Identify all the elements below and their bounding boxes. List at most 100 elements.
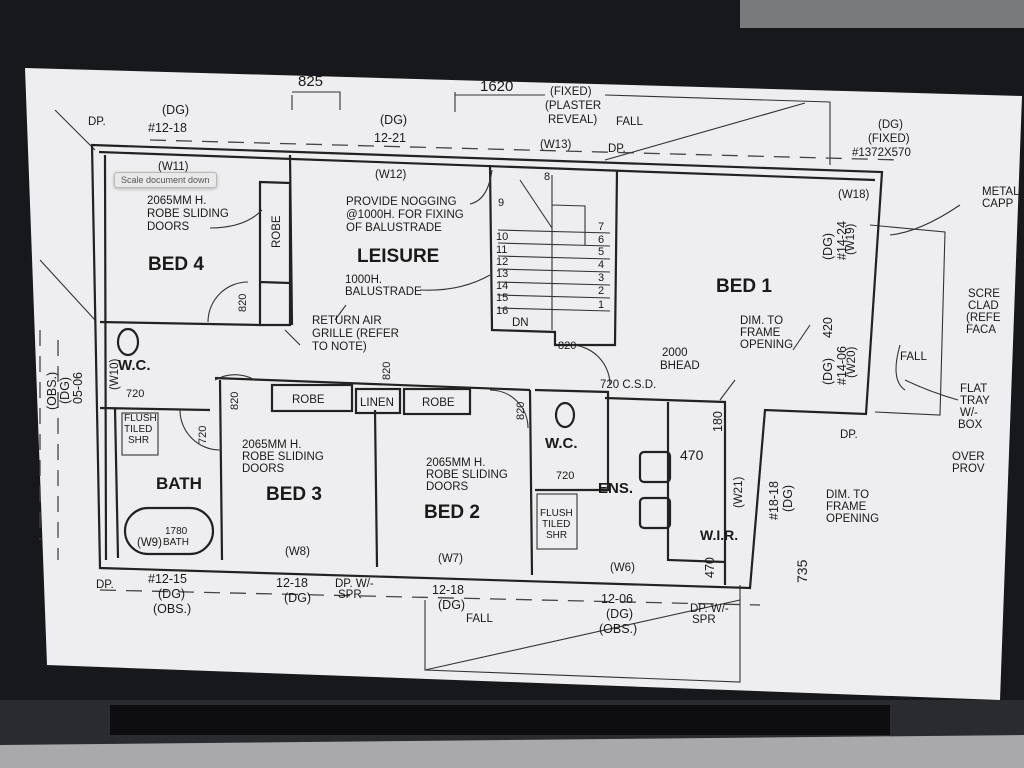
svg-text:11: 11 <box>496 244 507 256</box>
robe-label-bed3: ROBE <box>292 394 325 406</box>
room-label-bed4: BED 4 <box>148 254 204 275</box>
staircase <box>497 175 611 330</box>
robe-label-bed4: ROBE <box>271 215 283 248</box>
robe-box-bed2 <box>402 387 472 416</box>
svg-text:6: 6 <box>598 234 604 246</box>
linen-box <box>354 387 402 415</box>
spec-w7: 12-18(DG) <box>432 583 465 612</box>
room-label-bed2: BED 2 <box>424 502 480 523</box>
spec-w19: (DG)#14-24 <box>821 221 849 260</box>
dim-820-bed4: 820 <box>237 294 249 312</box>
window-w9: (W9) <box>137 537 162 549</box>
dim-1620: 1620 <box>480 78 513 95</box>
spec-w20: (DG)#14-06 <box>821 346 849 385</box>
spec-w6: 12-06(DG)(OBS.) <box>599 592 637 636</box>
window-w6: (W6) <box>610 562 635 574</box>
window-w21: (W21) <box>733 477 745 508</box>
svg-text:8: 8 <box>544 171 550 183</box>
svg-text:2: 2 <box>598 285 604 297</box>
spec-w11: (DG)#12-18 <box>148 103 189 135</box>
laptop-base <box>0 735 1024 768</box>
window-w19: (W19) <box>845 224 857 255</box>
window-w7: (W7) <box>438 553 463 565</box>
window-w20: (W20) <box>846 347 858 378</box>
linen-label: LINEN <box>360 397 394 409</box>
spec-w12: (DG)12-21 <box>374 113 407 145</box>
dim-180: 180 <box>711 411 725 432</box>
svg-text:1: 1 <box>598 299 604 311</box>
dim-735: 735 <box>794 559 810 583</box>
svg-text:4: 4 <box>598 259 604 271</box>
room-label-ens: ENS. <box>598 480 633 497</box>
background-wall <box>740 0 1024 28</box>
laptop-hinge <box>110 705 890 735</box>
note-dp-4: DP. <box>96 579 114 591</box>
dim-720-bath: 720 <box>197 426 209 444</box>
toilet-2 <box>554 401 576 429</box>
shower-2 <box>536 493 578 550</box>
room-label-wc2: W.C. <box>545 435 578 452</box>
room-label-bath: BATH <box>156 474 202 493</box>
dim-820-bed1: 820 <box>558 340 576 352</box>
spec-w9: #12-15(DG)(OBS.) <box>148 572 191 616</box>
note-fixed-dg: (DG)(FIXED)#1372X570 <box>852 119 911 159</box>
svg-text:14: 14 <box>496 280 508 292</box>
dim-820-bath: 820 <box>229 392 241 410</box>
room-label-wir: W.I.R. <box>700 527 738 543</box>
bathtub <box>123 506 215 556</box>
robe-box-bed3 <box>270 383 354 413</box>
basin-1 <box>638 450 672 484</box>
dim-825: 825 <box>298 73 323 90</box>
spec-w10: (OBS.)(DG)05-06 <box>45 372 85 410</box>
note-csd: 720 C.S.D. <box>600 379 656 391</box>
note-fall-3: FALL <box>466 613 493 625</box>
window-specs: (DG)#12-18 (DG)12-21 (DG)#14-24 (DG)#14-… <box>45 103 849 636</box>
svg-text:10: 10 <box>496 231 508 243</box>
svg-text:7: 7 <box>598 221 604 233</box>
room-label-wc1: W.C. <box>118 357 151 374</box>
note-dp-spr-2: DP. W/-SPR <box>690 603 729 626</box>
basin-2 <box>638 496 672 530</box>
window-w11: (W11) <box>158 161 189 173</box>
dim-470-h: 470 <box>680 447 704 463</box>
tooltip-scale-document-down: Scale document down <box>114 172 217 188</box>
window-w8: (W8) <box>285 546 310 558</box>
note-dp-2: DP. <box>608 143 626 155</box>
svg-text:3: 3 <box>598 272 604 284</box>
robe-label-bed2: ROBE <box>422 397 455 409</box>
dim-720-wc2: 720 <box>556 470 574 482</box>
note-dp-3: DP. <box>840 429 858 441</box>
dim-820-bed3: 820 <box>381 362 393 380</box>
shower-1 <box>121 412 159 456</box>
window-w10: (W10) <box>109 359 121 390</box>
room-label-leisure: LEISURE <box>357 246 439 267</box>
stair-numbers: 1 2 3 4 5 6 7 8 9 10 11 12 13 14 15 16 <box>496 171 604 317</box>
dim-470-v: 470 <box>703 557 717 578</box>
svg-text:5: 5 <box>598 246 604 258</box>
room-label-bed3: BED 3 <box>266 484 322 505</box>
spec-w21: #18-18(DG) <box>767 481 795 520</box>
dim-820-bed2: 820 <box>515 402 527 420</box>
note-balustrade: 1000H.BALUSTRADE <box>345 274 422 298</box>
svg-text:12: 12 <box>496 256 508 268</box>
note-fall-1: FALL <box>616 116 643 128</box>
note-dp-spr-1: DP. W/-SPR <box>335 578 374 601</box>
toilet-1 <box>116 327 140 357</box>
